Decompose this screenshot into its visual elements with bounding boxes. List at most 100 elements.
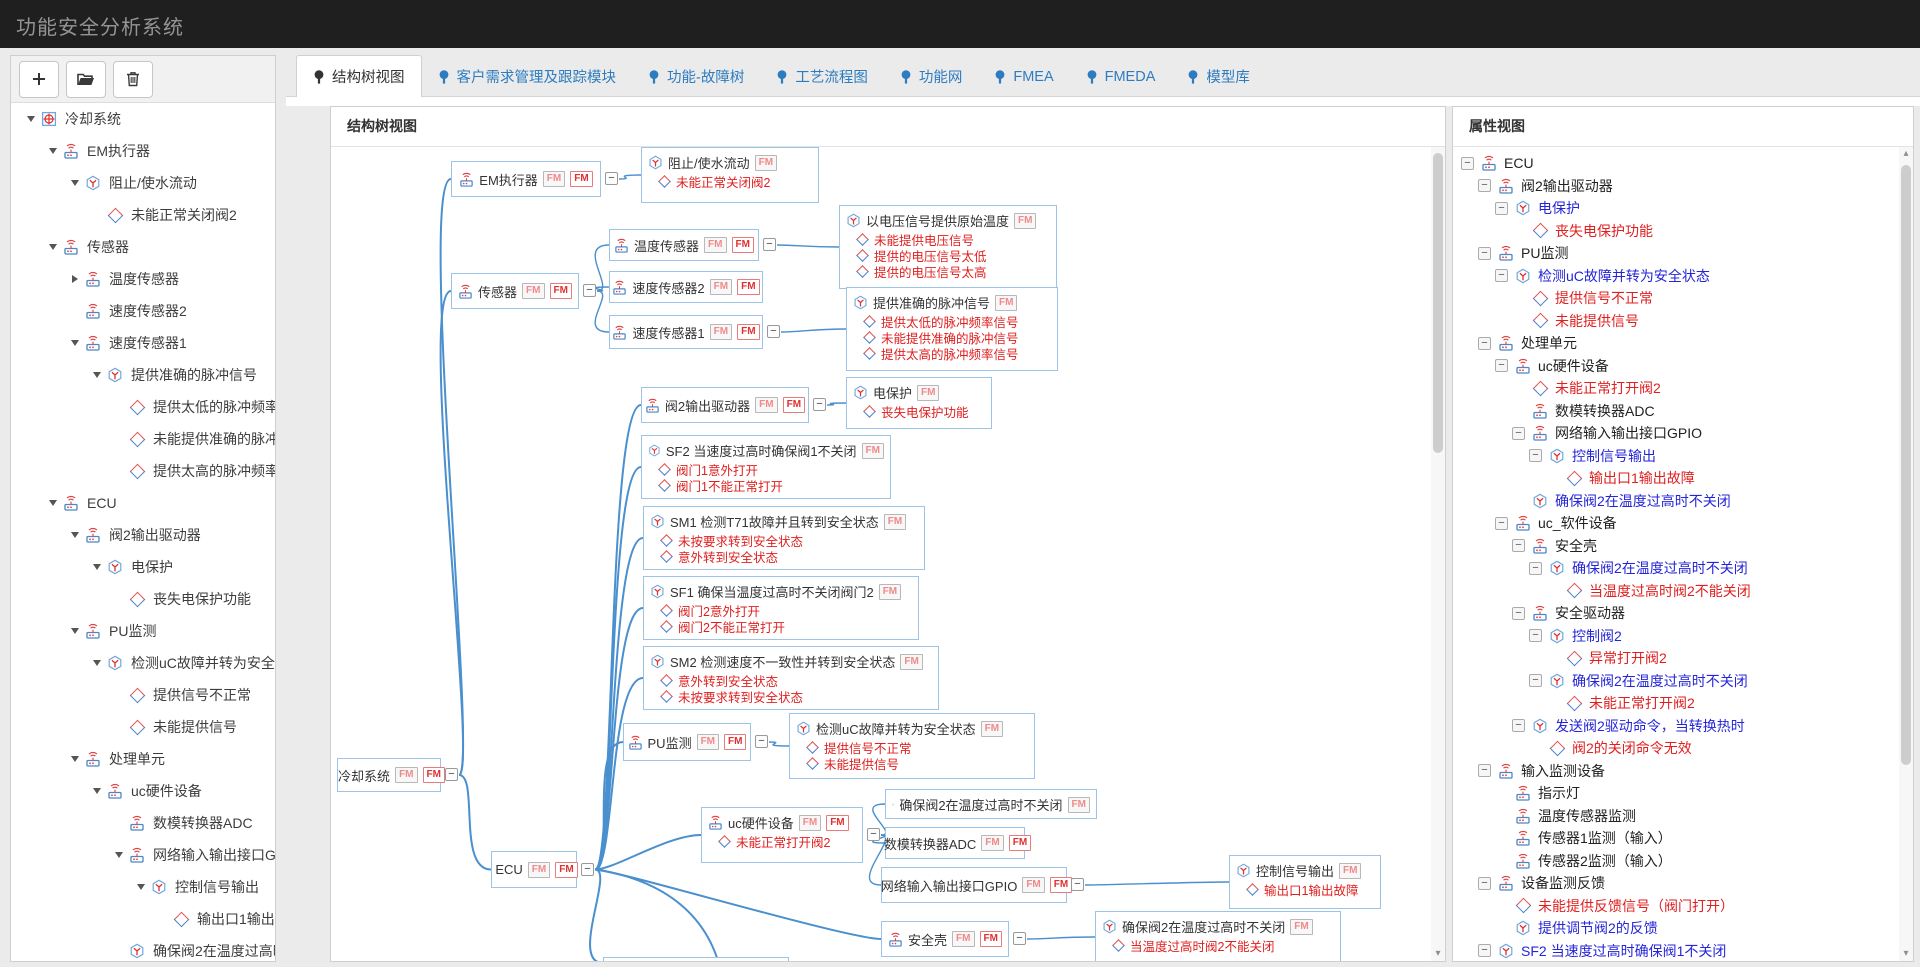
fm-badge[interactable]: FM [1022, 877, 1045, 893]
fm-badge[interactable]: FM [755, 397, 778, 413]
property-tree-item[interactable]: −处理单元 [1453, 332, 1913, 355]
property-tree-item[interactable]: −ECU [1453, 152, 1913, 175]
fm-badge[interactable]: FM [980, 720, 1004, 737]
property-tree-item[interactable]: −SF2 当速度过高时确保阀1不关闭 [1453, 940, 1913, 962]
sidebar-tree-item[interactable]: PU监测 [11, 615, 275, 647]
sidebar-tree-item[interactable]: 控制信号输出 [11, 871, 275, 903]
sidebar-tree-item[interactable]: 阀2输出驱动器 [11, 519, 275, 551]
property-tree-item[interactable]: 指示灯 [1453, 782, 1913, 805]
fm-badge[interactable]: FM [555, 861, 578, 878]
collapse-node-button[interactable]: − [1071, 878, 1084, 891]
property-tree-item[interactable]: −输入监测设备 [1453, 760, 1913, 783]
fm-badge[interactable]: FM [782, 397, 806, 413]
sidebar-tree-item[interactable]: 未能提供准确的脉冲信号 [11, 423, 275, 455]
diagram-node-SM1 检测T71故障并且转到安全状态[interactable]: SM1 检测T71故障并且转到安全状态FM未按要求转到安全状态意外转到安全状态 [643, 506, 925, 570]
sidebar-tree-item[interactable]: ECU [11, 487, 275, 519]
fm-badge[interactable]: FM [737, 324, 760, 340]
collapse-node-button[interactable]: − [1013, 932, 1026, 945]
expand-arrow-icon[interactable] [49, 244, 57, 250]
sidebar-tree-item[interactable]: 丧失电保护功能 [11, 583, 275, 615]
sidebar-tree-item[interactable]: 温度传感器 [11, 263, 275, 295]
collapse-box-icon[interactable]: − [1478, 944, 1491, 958]
expand-arrow-icon[interactable] [71, 756, 79, 762]
expand-arrow-icon[interactable] [137, 884, 145, 890]
sidebar-tree-item[interactable]: 速度传感器2 [11, 295, 275, 327]
fm-badge[interactable]: FM [826, 814, 849, 831]
fm-badge[interactable]: FM [737, 279, 760, 295]
expand-arrow-icon[interactable] [115, 852, 123, 858]
open-project-button[interactable] [66, 60, 106, 98]
diagram-node-SM2 检测速度不一致性并转到安全状态[interactable]: SM2 检测速度不一致性并转到安全状态FM意外转到安全状态未按要求转到安全状态 [643, 646, 939, 710]
fm-badge[interactable]: FM [570, 171, 593, 187]
fm-badge[interactable]: FM [883, 513, 907, 530]
sidebar-tree-item[interactable]: 提供准确的脉冲信号 [11, 359, 275, 391]
sidebar-tree-item[interactable]: 未能正常关闭阀2 [11, 199, 275, 231]
collapse-node-button[interactable]: − [763, 238, 776, 251]
properties-scroll-up-icon[interactable]: ▴ [1903, 148, 1909, 159]
collapse-box-icon[interactable]: − [1529, 449, 1542, 463]
fm-badge[interactable]: FM [395, 767, 418, 783]
fm-badge[interactable]: FM [981, 835, 1004, 851]
fm-badge[interactable]: FM [522, 283, 545, 299]
property-tree-item[interactable]: −uc硬件设备 [1453, 355, 1913, 378]
property-tree-item[interactable]: −确保阀2在温度过高时不关闭 [1453, 670, 1913, 693]
fm-badge[interactable]: FM [878, 583, 902, 600]
property-tree-item[interactable]: 未能正常打开阀2 [1453, 692, 1913, 715]
diagram-node-SF2 当速度过高时确保阀1不关闭[interactable]: SF2 当速度过高时确保阀1不关闭FM阀门1意外打开阀门1不能正常打开 [641, 435, 891, 499]
fm-badge[interactable]: FM [861, 442, 884, 459]
sidebar-tree-item[interactable]: 提供太低的脉冲频率信号 [11, 391, 275, 423]
sidebar-tree-item[interactable]: 网络输入输出接口GPIO [11, 839, 275, 871]
diagram-vertical-scrollbar[interactable]: ▾ [1431, 147, 1445, 961]
tab-结构树视图[interactable]: 结构树视图 [296, 55, 422, 97]
collapse-box-icon[interactable]: − [1478, 764, 1491, 778]
collapse-box-icon[interactable]: − [1512, 539, 1525, 553]
sidebar-tree-item[interactable]: 阻止/使水流动 [11, 167, 275, 199]
collapse-box-icon[interactable]: − [1478, 876, 1491, 890]
add-node-button[interactable] [19, 60, 59, 98]
expand-arrow-icon[interactable] [71, 180, 79, 186]
expand-arrow-icon[interactable] [27, 116, 35, 122]
fm-badge[interactable]: FM [1067, 796, 1090, 813]
fm-badge[interactable]: FM [952, 931, 975, 947]
fm-badge[interactable]: FM [1014, 212, 1037, 229]
collapse-node-button[interactable]: − [755, 735, 768, 748]
fm-badge[interactable]: FM [798, 814, 822, 831]
fm-badge[interactable]: FM [731, 237, 754, 253]
collapse-box-icon[interactable]: − [1495, 359, 1508, 373]
sidebar-tree-item[interactable]: 未能提供信号 [11, 711, 275, 743]
diagram-node-SF1 确保当温度过高时不关闭阀门2[interactable]: SF1 确保当温度过高时不关闭阀门2FM阀门2意外打开阀门2不能正常打开 [643, 576, 919, 640]
fm-badge[interactable]: FM [696, 734, 720, 750]
collapse-box-icon[interactable]: − [1529, 629, 1542, 643]
property-tree-item[interactable]: 提供信号不正常 [1453, 287, 1913, 310]
property-tree-item[interactable]: −确保阀2在温度过高时不关闭 [1453, 557, 1913, 580]
property-tree-item[interactable]: 未能正常打开阀2 [1453, 377, 1913, 400]
collapse-box-icon[interactable]: − [1478, 179, 1491, 193]
collapse-box-icon[interactable]: − [1461, 156, 1474, 170]
property-tree-item[interactable]: 异常打开阀2 [1453, 647, 1913, 670]
diagram-node-undefined[interactable] [603, 957, 789, 961]
sidebar-tree-item[interactable]: 提供太高的脉冲频率信号 [11, 455, 275, 487]
property-tree-item[interactable]: −PU监测 [1453, 242, 1913, 265]
collapse-box-icon[interactable]: − [1495, 201, 1508, 215]
fm-badge[interactable]: FM [917, 384, 940, 401]
property-tree-item[interactable]: 传感器2监测（输入） [1453, 850, 1913, 873]
collapse-box-icon[interactable]: − [1512, 426, 1525, 440]
fm-badge[interactable]: FM [527, 861, 551, 878]
fm-badge[interactable]: FM [1049, 877, 1073, 893]
collapse-box-icon[interactable]: − [1512, 606, 1525, 620]
sidebar-tree-item[interactable]: EM执行器 [11, 135, 275, 167]
sidebar-tree-item[interactable]: 输出口1输出故障 [11, 903, 275, 935]
expand-arrow-icon[interactable] [93, 564, 101, 570]
property-tree-item[interactable]: 传感器1监测（输入） [1453, 827, 1913, 850]
